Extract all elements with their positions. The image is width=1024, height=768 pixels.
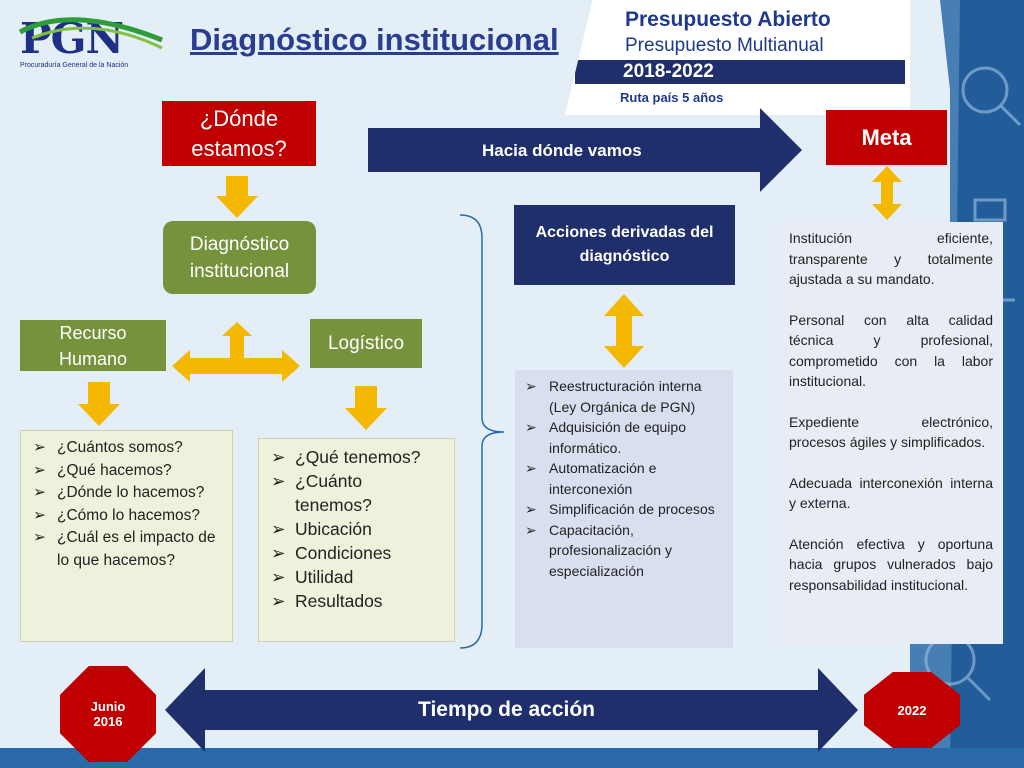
gold-arrow-vertical-2	[872, 166, 902, 220]
list-item: ¿Cuál es el impacto de lo que hacemos?	[29, 527, 226, 572]
list-item: Resultados	[267, 589, 450, 613]
meta-paragraph: Expediente electrónico, procesos ágiles …	[789, 413, 993, 451]
page-title: Diagnóstico institucional	[190, 22, 559, 57]
recurso-panel: ¿Cuántos somos? ¿Qué hacemos? ¿Dónde lo …	[20, 430, 233, 642]
meta-paragraph: Personal con alta calidad técnica y prof…	[789, 311, 993, 390]
arrow-tiempo-accion	[165, 668, 858, 752]
banner-years	[575, 60, 905, 84]
logo-subtitle: Procuraduría General de la Nación	[20, 62, 129, 69]
gold-arrow-down-3	[345, 386, 387, 430]
arrow-hacia-donde	[368, 108, 802, 192]
list-item: ¿Qué tenemos?	[267, 445, 450, 469]
logo-swoosh-icon	[18, 17, 163, 50]
banner-tagline: Ruta país 5 años	[620, 90, 724, 105]
list-item: ¿Dónde lo hacemos?	[29, 482, 226, 505]
meta-paragraph: Atención efectiva y oportuna hacia grupo…	[789, 535, 993, 593]
recurso-list: ¿Cuántos somos? ¿Qué hacemos? ¿Dónde lo …	[29, 437, 226, 572]
list-item: Automatización e interconexión	[521, 458, 723, 499]
meta-paragraph: Institución eficiente, transparente y to…	[789, 230, 993, 287]
banner-line1: Presupuesto Abierto	[625, 8, 831, 31]
list-item: Reestructuración interna (Ley Orgánica d…	[521, 376, 723, 417]
start-date-octagon: Junio 2016	[60, 666, 156, 762]
meta-paragraph: Adecuada interconexión interna y externa…	[789, 474, 993, 512]
gold-arrow-vertical-1	[604, 294, 644, 368]
acciones-panel: Reestructuración interna (Ley Orgánica d…	[515, 370, 733, 648]
diagnostico-box: Diagnóstico institucional	[163, 221, 316, 294]
gold-arrow-down-2	[78, 382, 120, 426]
list-item: Condiciones	[267, 541, 450, 565]
recurso-humano-box: Recurso Humano	[20, 320, 166, 371]
end-date-octagon: 2022	[864, 672, 960, 748]
meta-panel: Institución eficiente, transparente y to…	[779, 222, 1003, 644]
acciones-box: Acciones derivadas del diagnóstico	[514, 205, 735, 285]
logistico-panel: ¿Qué tenemos? ¿Cuánto tenemos? Ubicación…	[258, 438, 455, 642]
list-item: ¿Cuántos somos?	[29, 437, 226, 460]
list-item: ¿Qué hacemos?	[29, 460, 226, 483]
acciones-list: Reestructuración interna (Ley Orgánica d…	[521, 376, 723, 581]
gold-arrow-three-way	[172, 322, 300, 382]
start-date-label: Junio 2016	[90, 699, 126, 729]
meta-box: Meta	[826, 110, 947, 165]
logistico-list: ¿Qué tenemos? ¿Cuánto tenemos? Ubicación…	[267, 445, 450, 613]
bottom-arrow-label: Tiempo de acción	[418, 698, 595, 721]
banner: Presupuesto Abierto Presupuesto Multianu…	[565, 0, 910, 115]
banner-line2: Presupuesto Multianual	[625, 35, 824, 56]
arrow-top-label: Hacia dónde vamos	[482, 141, 642, 160]
banner-years-text: 2018-2022	[623, 61, 714, 82]
gold-arrow-down-1	[216, 176, 258, 218]
list-item: Capacitación, profesionalización y espec…	[521, 520, 723, 582]
list-item: ¿Cómo lo hacemos?	[29, 505, 226, 528]
where-box: ¿Dónde estamos?	[162, 101, 316, 166]
logistico-box: Logístico	[310, 319, 422, 368]
list-item: Adquisición de equipo informático.	[521, 417, 723, 458]
list-item: Ubicación	[267, 517, 450, 541]
end-date-label: 2022	[897, 702, 927, 718]
list-item: ¿Cuánto tenemos?	[267, 469, 450, 517]
list-item: Utilidad	[267, 565, 450, 589]
bracket	[459, 214, 505, 649]
list-item: Simplificación de procesos	[521, 499, 723, 520]
